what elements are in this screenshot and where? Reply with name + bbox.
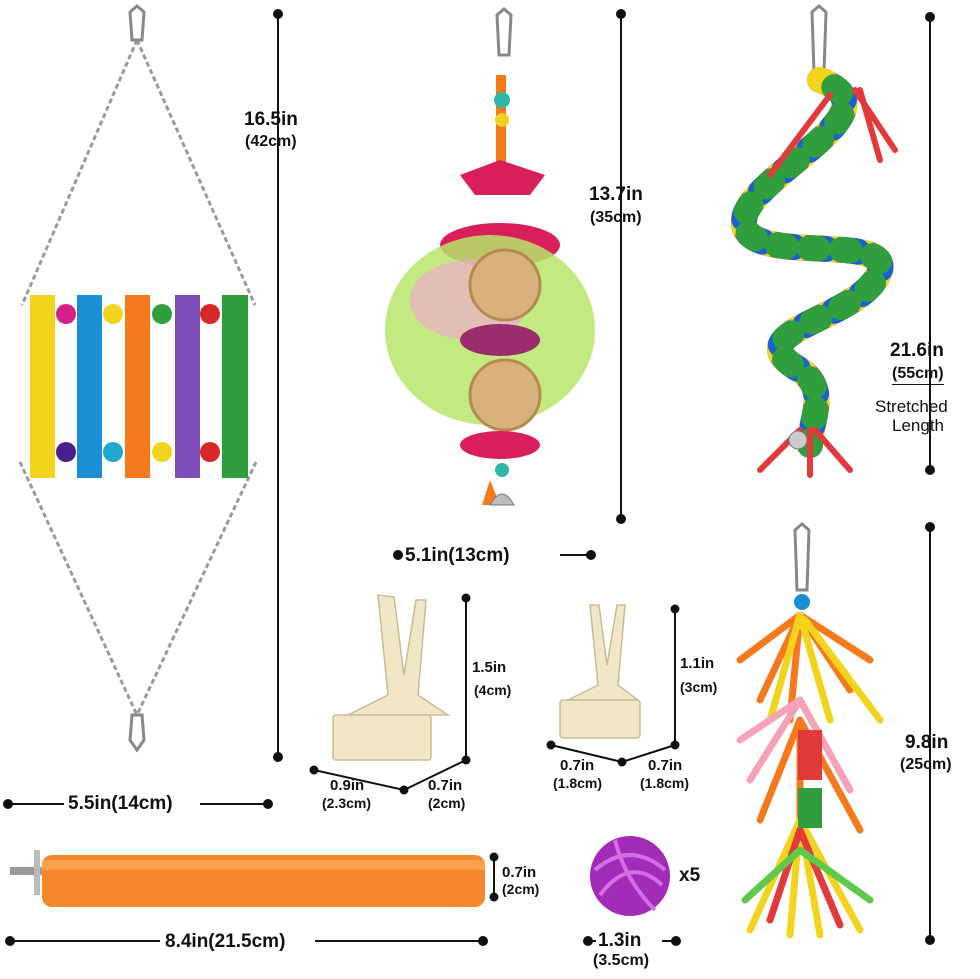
stand-large-width-cm-label: (2.3cm)	[322, 795, 372, 811]
sand-perch-length-label: 8.4in(21.5cm)	[165, 931, 286, 952]
stand-large-height-label: 1.5in	[472, 659, 507, 676]
ladder-width-label: 5.5in(14cm)	[68, 793, 173, 814]
stand-large-depth-label: 0.7in	[428, 777, 463, 794]
shredder-height-cm-label: (35cm)	[590, 209, 642, 226]
ball-quantity-label: x5	[679, 865, 701, 886]
ball-diameter-cm-label: (3.5cm)	[593, 952, 650, 969]
stand-large-width-label: 0.9in	[330, 777, 365, 794]
stand-small-height-label: 1.1in	[680, 655, 715, 672]
shredder-width-label: 5.1in(13cm)	[405, 545, 510, 566]
stand-large-depth-cm-label: (2cm)	[428, 795, 466, 811]
sand-perch-diameter-cm-label: (2cm)	[502, 881, 540, 897]
sand-perch	[10, 850, 485, 907]
stand-small-width-cm-label: (1.8cm)	[553, 775, 603, 791]
cotton-toy-height-cm-label: (25cm)	[900, 756, 952, 773]
ball-diameter-label: 1.3in	[598, 930, 642, 951]
rope-length-cm-label: (55cm)	[892, 366, 944, 385]
shredder-toy	[385, 7, 595, 506]
cotton-rope-toy	[736, 522, 884, 939]
stand-small-depth-cm-label: (1.8cm)	[640, 775, 690, 791]
rope-note-length: Length	[892, 416, 944, 435]
rope-note-stretched: Stretched	[875, 397, 948, 416]
stand-small-width-label: 0.7in	[560, 757, 595, 774]
rope-perch	[731, 4, 898, 478]
stand-small-height-cm-label: (3cm)	[680, 679, 718, 695]
rattan-ball	[590, 836, 670, 916]
cotton-toy-height-label: 9.8in	[905, 732, 949, 753]
sand-perch-diameter-label: 0.7in	[502, 864, 537, 881]
ladder-height-label: 16.5in	[244, 109, 298, 130]
rope-length-label: 21.6in	[890, 340, 944, 361]
shredder-height-label: 13.7in	[589, 184, 643, 205]
ladder-height-cm-label: (42cm)	[245, 133, 297, 150]
perch-stands	[332, 594, 641, 761]
stand-large-height-cm-label: (4cm)	[474, 682, 512, 698]
stand-small-depth-label: 0.7in	[648, 757, 683, 774]
dimension-lines	[3, 9, 935, 946]
ladder-toy	[18, 4, 258, 753]
